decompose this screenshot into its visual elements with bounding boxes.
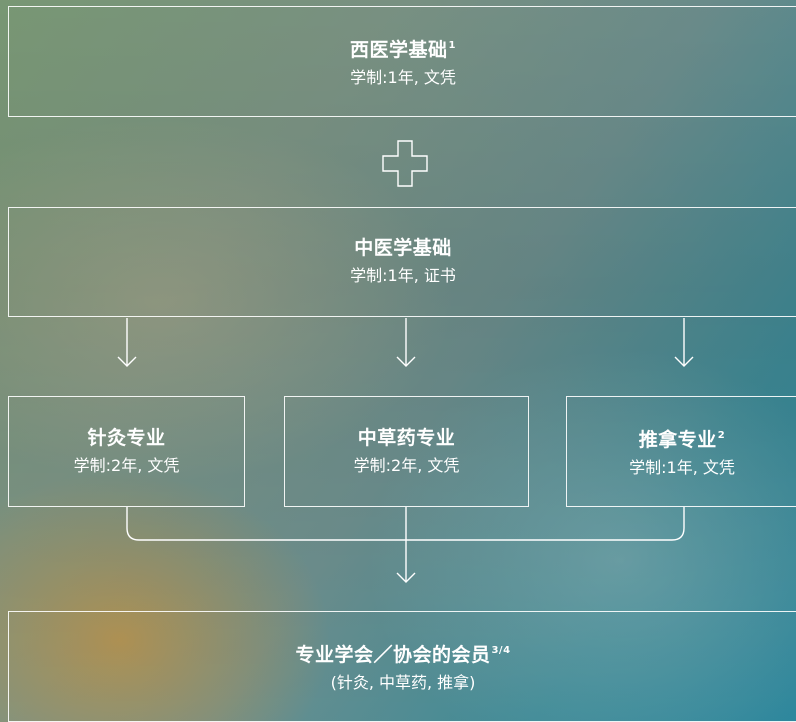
arrow-down-icon <box>396 318 416 367</box>
box-title: 西医学基础1 <box>350 34 456 62</box>
box-western-medicine: 西医学基础1 学制:1年, 文凭 <box>8 6 796 117</box>
box-subtitle: (针灸, 中草药, 推拿) <box>330 672 476 692</box>
box-acupuncture: 针灸专业 学制:2年, 文凭 <box>8 396 245 507</box>
box-subtitle: 学制:2年, 文凭 <box>73 455 180 475</box>
title-text: 中草药专业 <box>357 426 456 449</box>
box-subtitle: 学制:1年, 证书 <box>350 266 456 285</box>
box-title: 中草药专业 <box>358 426 456 450</box>
plus-outline-icon <box>382 140 428 187</box>
box-subtitle: 学制:1年, 文凭 <box>629 457 735 477</box>
arrow-down-icon <box>117 318 137 367</box>
box-chinese-medicine: 中医学基础 学制:1年, 证书 <box>8 207 796 317</box>
box-title: 中医学基础 <box>354 236 452 260</box>
box-professional-membership: 专业学会／协会的会员3/4 (针灸, 中草药, 推拿) <box>8 611 796 722</box>
title-text: 针灸专业 <box>87 426 166 449</box>
box-subtitle: 学制:2年, 文凭 <box>353 455 460 475</box>
box-title: 针灸专业 <box>87 426 165 450</box>
footnote-ref: 3/4 <box>491 644 511 656</box>
box-title: 专业学会／协会的会员3/4 <box>295 639 510 667</box>
footnote-ref: 1 <box>448 39 456 51</box>
title-text: 推拿专业 <box>638 428 717 451</box>
arrow-down-icon <box>396 507 416 583</box>
box-subtitle: 学制:1年, 文凭 <box>350 67 456 87</box>
title-text: 专业学会／协会的会员 <box>295 643 491 666</box>
box-herbal-medicine: 中草药专业 学制:2年, 文凭 <box>284 396 529 507</box>
title-text: 西医学基础 <box>350 38 448 61</box>
footnote-ref: 2 <box>717 429 726 441</box>
box-title: 推拿专业2 <box>639 424 725 452</box>
arrow-down-icon <box>674 318 694 367</box>
box-tuina: 推拿专业2 学制:1年, 文凭 <box>566 396 796 507</box>
title-text: 中医学基础 <box>354 237 452 259</box>
